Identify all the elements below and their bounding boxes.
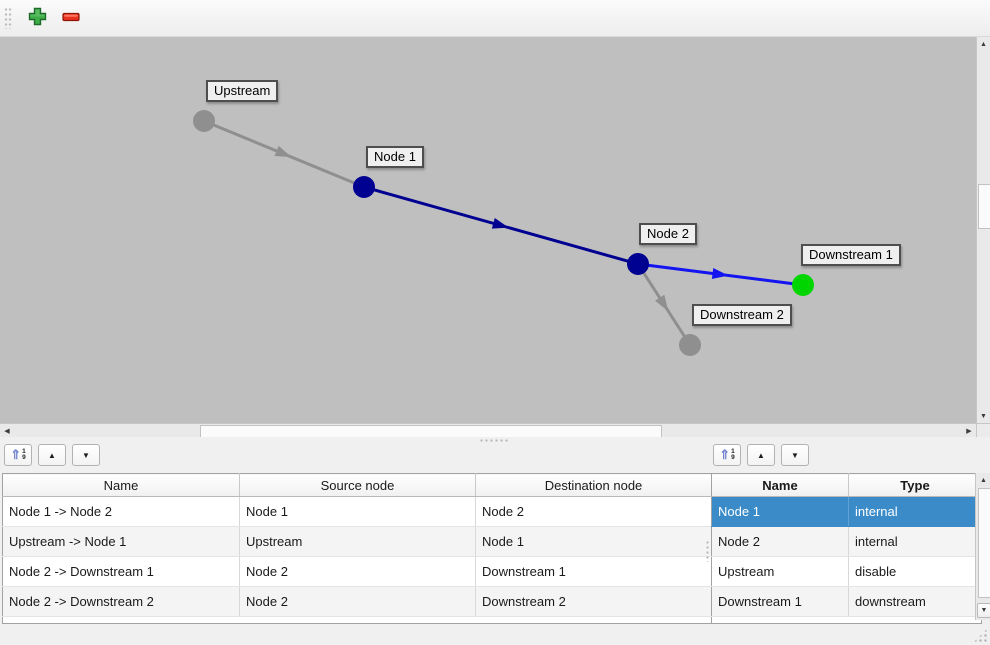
cell: Node 2 [711,526,849,557]
node-downstream-1[interactable] [792,274,814,296]
add-button[interactable] [22,3,52,33]
cell: Node 2 [239,586,476,617]
edge-arrow-icon [274,145,292,158]
cell: Downstream 1 [475,556,712,587]
cell: Upstream [711,556,849,587]
node-label-downstream-2: Downstream 2 [692,304,792,326]
nodes-move-down-button[interactable]: ▼ [781,444,809,466]
scroll-left-icon[interactable]: ◀ [0,424,14,437]
splitter-handle-icon [479,439,509,442]
empty-row [711,616,982,624]
scroll-up-icon[interactable]: ▲ [977,473,990,487]
canvas-horizontal-scrollbar[interactable]: ◀ ▶ [0,423,976,438]
splitter-handle-icon [706,540,709,562]
edge-arrow-icon [655,294,669,312]
column-header[interactable]: Destination node [475,473,712,497]
column-header[interactable]: Name [2,473,240,497]
triangle-up-icon: ▲ [48,450,56,460]
scroll-down-icon[interactable]: ▼ [977,409,990,423]
node-downstream-2[interactable] [679,334,701,356]
scrollbar-corner [976,423,990,438]
node-label-node-1: Node 1 [366,146,424,168]
resize-grip[interactable] [973,628,988,643]
cell: Node 1 [475,526,712,557]
cell: Downstream 1 [711,586,849,617]
sort-ascending-icon: ⇑ [10,447,22,462]
empty-row [2,616,712,624]
edges-move-down-button[interactable]: ▼ [72,444,100,466]
cell: Node 2 -> Downstream 2 [2,586,240,617]
cell: Upstream -> Node 1 [2,526,240,557]
canvas-vertical-scrollbar[interactable]: ▲ ▼ [976,37,990,423]
cell: Node 2 [475,496,712,527]
nodes-move-up-button[interactable]: ▲ [747,444,775,466]
pane-splitter-horizontal[interactable] [0,437,990,444]
cell: internal [848,526,982,557]
node-label-node-2: Node 2 [639,223,697,245]
node-label-downstream-1: Downstream 1 [801,244,901,266]
edges-move-up-button[interactable]: ▲ [38,444,66,466]
cell: downstream [848,586,982,617]
remove-button[interactable] [56,3,86,33]
vertical-scroll-thumb[interactable] [978,184,990,229]
cell: Upstream [239,526,476,557]
node-label-upstream: Upstream [206,80,279,102]
edge-arrow-icon [491,218,509,229]
cell: Node 1 [711,496,849,527]
nodes-table-scrollbar[interactable]: ▲ ▼ [975,473,990,620]
cell: internal [848,496,982,527]
node-node-1[interactable] [353,176,375,198]
scroll-up-icon[interactable]: ▲ [977,37,990,51]
cell: disable [848,556,982,587]
cell: Node 2 [239,556,476,587]
toolbar-drag-handle[interactable] [4,7,13,29]
scroll-right-icon[interactable]: ▶ [962,424,976,437]
cell: Node 2 -> Downstream 1 [2,556,240,587]
cell: Node 1 -> Node 2 [2,496,240,527]
node-upstream[interactable] [193,110,215,132]
triangle-up-icon: ▲ [757,450,765,460]
column-header[interactable]: Type [848,473,982,497]
plus-icon [28,7,47,29]
cell: Downstream 2 [475,586,712,617]
cell: Node 1 [239,496,476,527]
triangle-down-icon: ▼ [791,450,799,460]
column-header[interactable]: Source node [239,473,476,497]
column-header[interactable]: Name [711,473,849,497]
triangle-down-icon: ▼ [82,450,90,460]
pane-splitter-vertical[interactable] [703,444,711,620]
sort-ascending-icon: ⇑ [719,447,731,462]
graph-svg [193,110,814,356]
minus-icon [61,7,81,29]
edge-arrow-icon [711,268,729,279]
toolbar [0,0,990,37]
node-node-2[interactable] [627,253,649,275]
scroll-down-icon[interactable]: ▼ [977,603,990,618]
vertical-scroll-thumb[interactable] [978,488,990,598]
